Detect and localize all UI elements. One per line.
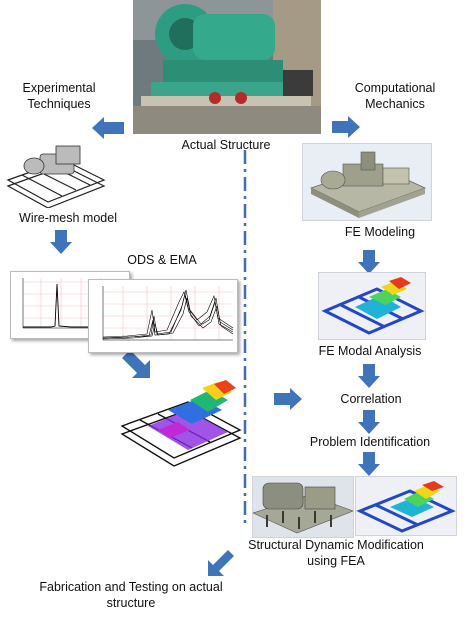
fabrication-testing-label-line2: structure <box>106 596 156 610</box>
sdm-geometry-icon <box>252 482 354 534</box>
fe-modal-analysis-image <box>318 272 426 340</box>
arrow-down-icon <box>358 410 380 434</box>
fe-modeling-image <box>302 143 432 221</box>
problem-identification-label: Problem Identification <box>309 435 431 449</box>
arrow-down-icon <box>358 452 380 476</box>
computational-mechanics-label-line2: Mechanics <box>365 97 425 111</box>
ema-chart-front <box>88 279 238 353</box>
sdm-model-image <box>252 476 354 538</box>
experimental-techniques-label-line2: Techniques <box>27 97 91 111</box>
fe-modal-analysis-label: FE Modal Analysis <box>318 344 422 358</box>
sdm-fe-result-icon <box>356 481 456 533</box>
arrow-right-icon <box>332 116 360 138</box>
wire-mesh-model-image <box>6 145 106 208</box>
arrow-down-icon <box>50 230 72 254</box>
structural-dynamic-modification-label-line2: using FEA <box>307 554 365 568</box>
actual-structure-photo <box>133 0 321 134</box>
arrow-diagonal-down-left-icon <box>208 550 234 576</box>
arrow-diagonal-icon <box>122 350 150 378</box>
fabrication-testing-label-line1: Fabrication and Testing on actual <box>39 580 223 594</box>
wire-mesh-model-label: Wire-mesh model <box>19 211 117 225</box>
fe-mode-shape-icon <box>321 277 425 335</box>
ods-ema-label: ODS & EMA <box>127 253 197 267</box>
experimental-mode-shape-image <box>120 380 242 467</box>
structural-dynamic-modification-label-line1: Structural Dynamic Modification <box>248 538 424 552</box>
actual-structure-label: Actual Structure <box>181 138 271 152</box>
dash-dot-divider <box>243 150 247 525</box>
ema-frf-plot <box>102 286 234 341</box>
sdm-mode-shape-image <box>355 476 457 536</box>
fe-geometry-model-icon <box>309 151 427 218</box>
machinery-photo-icon <box>133 0 321 134</box>
arrow-right-icon <box>274 388 302 410</box>
experimental-techniques-label-line1: Experimental <box>22 81 96 95</box>
arrow-down-icon <box>358 250 380 274</box>
fe-modeling-label: FE Modeling <box>344 225 416 239</box>
computational-mechanics-label-line1: Computational <box>354 81 436 95</box>
arrow-left-icon <box>92 117 124 139</box>
correlation-label: Correlation <box>340 392 402 406</box>
arrow-down-icon <box>358 364 380 388</box>
